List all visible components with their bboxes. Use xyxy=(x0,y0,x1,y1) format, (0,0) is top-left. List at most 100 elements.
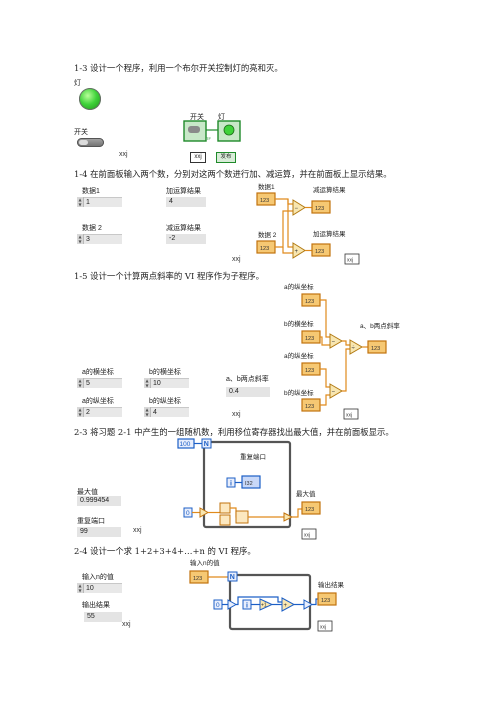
d23-shift-right xyxy=(283,512,294,522)
iter-value: 99 xyxy=(77,527,121,537)
heading-2-3: 2-3 将习题 2-1 中产生的一组随机数，利用移位寄存器找出最大值，并在前面板… xyxy=(74,427,394,437)
num1-control[interactable]: ▲▼ 1 xyxy=(77,197,122,207)
d14-wire-d xyxy=(282,247,293,254)
iter-label: 重复端口 xyxy=(77,518,105,525)
d23-compare-node xyxy=(235,510,249,524)
bx-value[interactable]: 10 xyxy=(151,378,189,388)
lamp-label: 灯 xyxy=(74,80,81,87)
d24-i-text: i xyxy=(246,603,248,610)
ay-spinner[interactable]: ▲▼ xyxy=(77,407,84,417)
d23-max-label: 最大值 xyxy=(296,489,316,498)
n-value[interactable]: 10 xyxy=(84,583,122,593)
d23-iter-terminal xyxy=(241,475,261,489)
ax-label: a的横坐标 xyxy=(82,369,114,376)
d15-label-1: a的纵坐标 xyxy=(284,282,314,291)
vi-icon-1-3: xxj xyxy=(190,152,206,163)
heading-1-4: 1-4 在前面板输入两个数，分别对这两个数进行加、减运算，并在前面板上显示结果。 xyxy=(74,169,392,179)
d15-wire-6 xyxy=(342,348,350,392)
num2-control[interactable]: ▲▼ 3 xyxy=(77,234,122,244)
n-spinner[interactable]: ▲▼ xyxy=(77,583,84,593)
ax-spinner[interactable]: ▲▼ xyxy=(77,378,84,388)
add-label: 加运算结果 xyxy=(166,188,201,195)
d15-slope-label: a、b两点斜率 xyxy=(360,321,400,330)
d14-sub-label: 减运算结果 xyxy=(313,185,346,194)
heading-1-3: 1-3 设计一个程序，利用一个布尔开关控制灯的亮和灭。 xyxy=(74,63,283,73)
d15-label-4: b的纵坐标 xyxy=(284,388,314,397)
bx-control[interactable]: ▲▼ 10 xyxy=(144,378,189,388)
ay-control[interactable]: ▲▼ 2 xyxy=(77,407,122,417)
heading-1-5: 1-5 设计一个计算两点斜率的 VI 程序作为子程序。 xyxy=(74,271,264,281)
by-control[interactable]: ▲▼ 4 xyxy=(144,407,189,417)
d24-out-text: 123 xyxy=(321,598,330,604)
d15-wire-5 xyxy=(342,340,350,346)
d14-plus: + xyxy=(295,249,299,255)
d15-wire-2 xyxy=(320,336,330,346)
boolean-switch[interactable] xyxy=(77,138,104,147)
d15-wire-3 xyxy=(320,368,330,388)
num2-spinner[interactable]: ▲▼ xyxy=(77,234,84,244)
d23-n-terminal xyxy=(201,438,212,449)
d23-vi-icon xyxy=(301,528,317,540)
d14-num1-text: 123 xyxy=(260,198,269,204)
author-2-3: xxj xyxy=(133,527,142,534)
d24-add-node xyxy=(281,597,296,612)
d23-max-terminal xyxy=(301,501,321,515)
d15-slope-text: 123 xyxy=(371,346,380,352)
d23-max-wire xyxy=(292,508,302,518)
d15-divide-node xyxy=(349,339,363,355)
diagram-2-4: 输入n的值 123 N 0 i +1 + 输出结果 123 xxj xyxy=(189,558,345,632)
diagram-1-5: a的纵坐标 123 b的横坐标 123 a的纵坐标 123 b的纵坐标 123 … xyxy=(284,282,400,420)
d15-wire-4 xyxy=(320,394,330,406)
out-value: 55 xyxy=(84,612,122,622)
d23-shift-left xyxy=(199,507,210,518)
d14-vi-icon xyxy=(344,253,360,265)
d14-subtract-node xyxy=(292,199,306,216)
bx-label: b的横坐标 xyxy=(149,369,181,376)
d24-vi-icon-text: xxj xyxy=(320,625,326,631)
d23-zero-text: 0 xyxy=(186,510,190,517)
bx-spinner[interactable]: ▲▼ xyxy=(144,378,151,388)
d15-subtract-node-2 xyxy=(329,383,343,399)
author-2-4: xxj xyxy=(122,621,131,628)
d24-shift-left xyxy=(227,599,238,610)
lamp-indicator xyxy=(79,88,101,110)
d14-add-label: 加运算结果 xyxy=(313,229,346,238)
slope-label: a、b两点斜率 xyxy=(226,376,269,383)
d23-n-text: N xyxy=(204,441,209,448)
by-spinner[interactable]: ▲▼ xyxy=(144,407,151,417)
d23-for-loop xyxy=(202,440,292,529)
d14-add-node xyxy=(292,242,306,259)
d24-result-wire xyxy=(312,598,318,606)
author-1-5: xxj xyxy=(232,411,241,418)
d14-num2-text: 123 xyxy=(260,246,269,252)
ax-control[interactable]: ▲▼ 5 xyxy=(77,378,122,388)
ay-value[interactable]: 2 xyxy=(84,407,122,417)
num1-value[interactable]: 1 xyxy=(84,197,122,207)
d23-maxmin-node xyxy=(219,514,231,526)
d24-zero-text: 0 xyxy=(216,602,220,609)
d23-iter-label: 重复端口 xyxy=(240,452,266,461)
ax-value[interactable]: 5 xyxy=(84,378,122,388)
d23-iter-text: I32 xyxy=(245,481,253,487)
max-value: 0.999454 xyxy=(77,496,121,506)
d15-term-4-text: 123 xyxy=(305,404,314,410)
d24-n-label: 输入n的值 xyxy=(190,558,220,567)
d14-add-terminal xyxy=(311,243,331,257)
n-control[interactable]: ▲▼ 10 xyxy=(77,583,122,593)
d15-label-2: b的横坐标 xyxy=(284,319,314,328)
author-1-3: xxj xyxy=(119,151,128,158)
d15-label-3: a的纵坐标 xyxy=(284,351,314,360)
d15-term-1-text: 123 xyxy=(305,299,314,305)
by-value[interactable]: 4 xyxy=(151,407,189,417)
d15-vi-icon xyxy=(343,408,359,420)
d14-wire-b xyxy=(287,199,293,248)
d14-wire-c xyxy=(275,210,293,248)
num1-spinner[interactable]: ▲▼ xyxy=(77,197,84,207)
diagram-lamp-label: 灯 xyxy=(218,114,225,121)
d15-subtract-node-1 xyxy=(329,333,343,349)
diagram-2-3: 100 N 重复端口 i I32 0 最大值 123 xxj xyxy=(177,438,321,540)
switch-tf: TF xyxy=(206,136,211,141)
d15-slope-terminal xyxy=(367,340,387,354)
num2-value[interactable]: 3 xyxy=(84,234,122,244)
d15-vi-icon-text: xxj xyxy=(346,413,352,419)
